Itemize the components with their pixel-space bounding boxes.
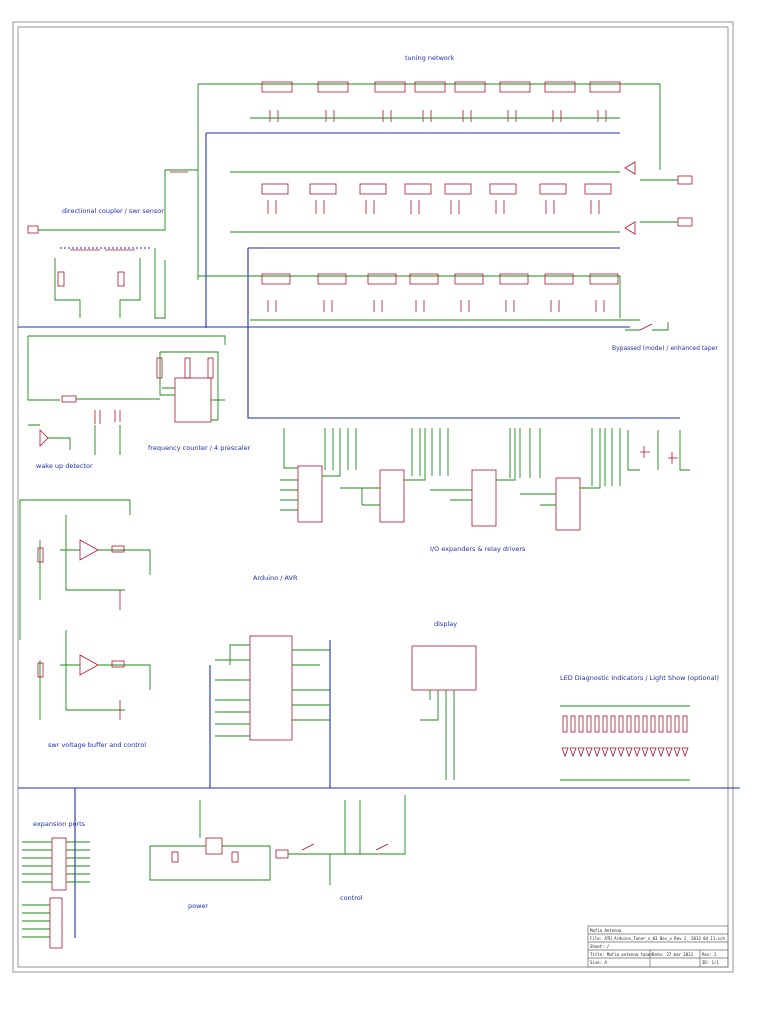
label-wake-up-detector: wake up detector bbox=[36, 462, 93, 470]
frequency-counter-circuit bbox=[156, 351, 225, 423]
label-frequency-counter: frequency counter / 4 prescaler bbox=[148, 444, 251, 452]
title-block-id: ID: 1/1 bbox=[702, 960, 719, 965]
label-io-expanders: I/O expanders & relay drivers bbox=[430, 545, 526, 553]
title-block-rev: Rev: 2 bbox=[702, 952, 717, 957]
display-circuit bbox=[411, 645, 477, 780]
label-led-indicators: LED Diagnostic Indicators / Light Show (… bbox=[560, 674, 719, 682]
led-indicators-circuit bbox=[560, 705, 690, 781]
label-expansion-ports: expansion ports bbox=[33, 820, 86, 828]
arduino-circuit bbox=[215, 635, 330, 741]
label-arduino: Arduino / AVR bbox=[253, 574, 298, 582]
title-block-date: Date: 27 mar 2013 bbox=[652, 952, 694, 957]
wake-up-detector-circuit bbox=[27, 335, 226, 455]
title-block-size: Size: A bbox=[590, 960, 607, 965]
title-block: Mafia Antenna File: ATU_Arduino_Tuner_v_… bbox=[587, 925, 729, 968]
label-display: display bbox=[434, 620, 457, 628]
title-block-row2: File: ATU_Arduino_Tuner_v_03 Dev_v Rev 2… bbox=[590, 936, 725, 941]
label-control: control bbox=[340, 894, 363, 902]
directional-coupler-circuit bbox=[27, 169, 198, 319]
label-directional-coupler: directional coupler / swr sensor bbox=[62, 207, 164, 215]
control-circuit bbox=[275, 795, 406, 885]
tuning-network-top-row bbox=[197, 81, 661, 280]
tuning-network-bottom-row bbox=[198, 273, 669, 331]
rf-connector-2 bbox=[677, 217, 693, 227]
sheet-border-inner bbox=[17, 26, 729, 968]
title-block-row3: Sheet: / bbox=[590, 944, 610, 949]
sheet-border-outer bbox=[12, 21, 734, 973]
power-circuit bbox=[149, 800, 271, 881]
io-expanders-circuit bbox=[280, 428, 690, 531]
bus-lines bbox=[18, 132, 740, 938]
label-tuning-network: tuning network bbox=[405, 54, 455, 62]
title-block-row4: Title: Mafia antenna tuner bbox=[590, 952, 653, 957]
swr-voltage-buffer-circuit bbox=[19, 499, 151, 720]
expansion-ports-circuit bbox=[22, 837, 90, 949]
rf-connector-1 bbox=[677, 175, 693, 185]
label-swr-voltage: swr voltage buffer and control bbox=[48, 741, 146, 749]
tuning-network-middle-row bbox=[230, 161, 693, 235]
label-power: power bbox=[188, 902, 208, 910]
label-bypass-note: Bypassed (mode) / enhanced taper bbox=[612, 345, 718, 352]
title-block-row1: Mafia Antenna bbox=[590, 928, 622, 933]
